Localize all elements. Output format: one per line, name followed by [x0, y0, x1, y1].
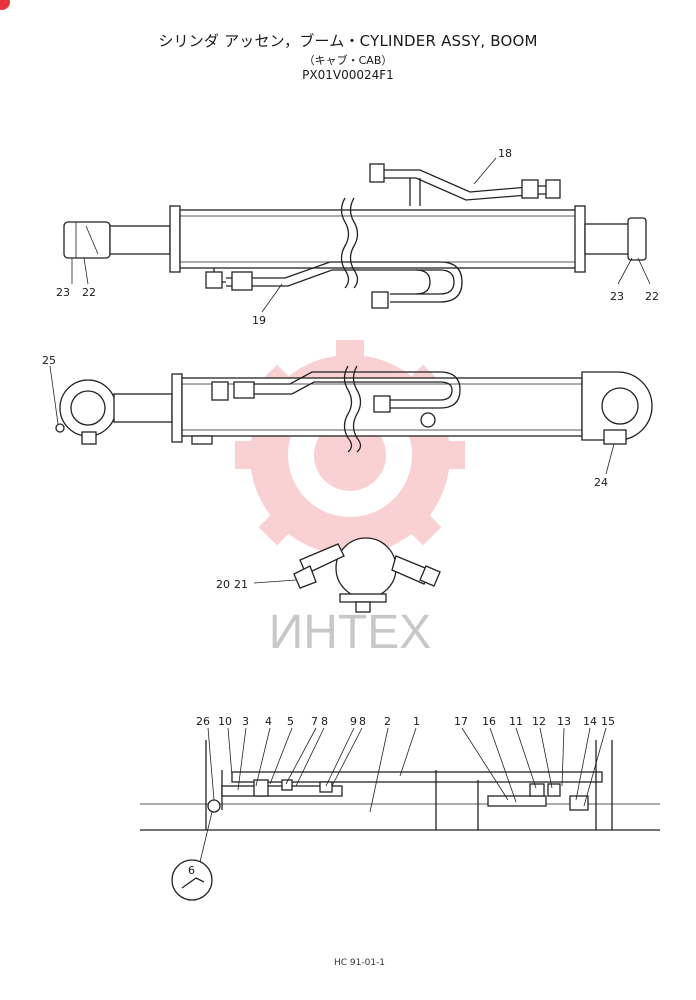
drawing-subtitle: （キャブ・CAB） — [303, 54, 393, 67]
label-8-b: 8 — [359, 715, 366, 728]
label-7: 7 — [311, 715, 318, 728]
label-13: 13 — [557, 715, 571, 728]
label-6: 6 — [188, 864, 195, 877]
label-23-left: 23 — [56, 286, 70, 299]
label-21: 21 — [234, 578, 248, 591]
drawing-code: PX01V00024F1 — [302, 68, 394, 82]
section-view — [140, 740, 660, 901]
label-18: 18 — [498, 147, 512, 160]
label-22-right: 22 — [645, 290, 659, 303]
label-10: 10 — [218, 715, 232, 728]
end-view — [253, 537, 441, 613]
label-17: 17 — [454, 715, 468, 728]
label-12: 12 — [532, 715, 546, 728]
label-3: 3 — [242, 715, 249, 728]
label-2: 2 — [384, 715, 391, 728]
label-9: 9 — [350, 715, 357, 728]
label-4: 4 — [265, 715, 272, 728]
watermark-text: ИНТЕХ — [269, 606, 432, 659]
label-15: 15 — [601, 715, 615, 728]
page-corner-marker — [0, 0, 10, 10]
side-view-leaders — [49, 365, 615, 475]
section-leaders — [199, 727, 607, 863]
label-23-right: 23 — [610, 290, 624, 303]
label-16: 16 — [482, 715, 496, 728]
label-19: 19 — [252, 314, 266, 327]
label-25: 25 — [42, 354, 56, 367]
page-footer-ref: HC 91-01-1 — [334, 958, 386, 968]
top-view-cylinder — [63, 163, 647, 309]
top-view-leaders — [71, 157, 651, 313]
label-8-a: 8 — [321, 715, 328, 728]
label-11: 11 — [509, 715, 523, 728]
label-14: 14 — [583, 715, 597, 728]
label-20: 20 — [216, 578, 230, 591]
watermark-logo — [235, 340, 465, 570]
label-24: 24 — [594, 476, 608, 489]
side-view-cylinder — [55, 365, 653, 453]
drawing-title: シリンダ アッセン，ブーム・CYLINDER ASSY, BOOM — [158, 32, 538, 50]
label-5: 5 — [287, 715, 294, 728]
label-1: 1 — [413, 715, 420, 728]
label-22-left: 22 — [82, 286, 96, 299]
label-26: 26 — [196, 715, 210, 728]
